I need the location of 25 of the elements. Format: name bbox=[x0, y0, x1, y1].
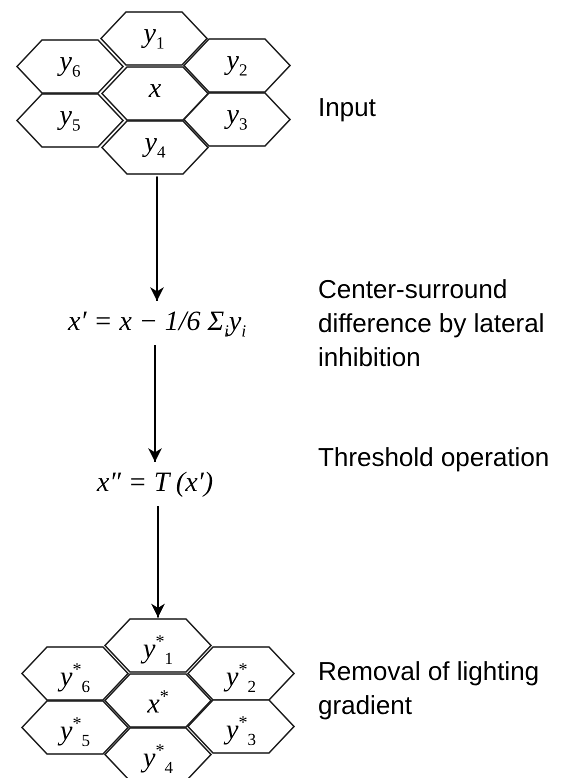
formula: x″ = T (x′) bbox=[70, 462, 240, 504]
hexagon-cell bbox=[16, 92, 124, 148]
step-description: Input bbox=[318, 91, 377, 124]
hexagon-cell bbox=[187, 646, 295, 700]
hexagon-cell bbox=[16, 38, 124, 94]
hexagon-cell bbox=[101, 120, 209, 174]
step-description: Threshold operation bbox=[318, 441, 550, 474]
hexagon-cell bbox=[21, 646, 129, 700]
cell-symbol: x bbox=[148, 74, 162, 104]
hexagon-cell bbox=[100, 10, 208, 66]
arrow bbox=[151, 506, 165, 618]
arrow bbox=[148, 345, 162, 462]
hexagon-cell bbox=[183, 38, 291, 92]
hexagon-cell bbox=[183, 92, 291, 146]
hexagon-cell bbox=[187, 698, 295, 754]
hexagon-cell bbox=[104, 618, 212, 672]
hexagon-cell bbox=[104, 726, 212, 778]
formula: x′ = x − 1/6 Σ$_{i}$y$_{i}$ bbox=[7, 301, 307, 343]
hexagon-cell bbox=[104, 672, 212, 728]
hexagon-cell bbox=[21, 700, 129, 754]
step-description: Center-surround difference by lateral inhibition bbox=[318, 273, 546, 374]
step-description: Removal of lighting gradient bbox=[318, 655, 540, 722]
hexagon-cell bbox=[101, 66, 209, 120]
arrow bbox=[150, 176, 164, 301]
cell-symbol: x$^{*}$ bbox=[146, 684, 170, 719]
